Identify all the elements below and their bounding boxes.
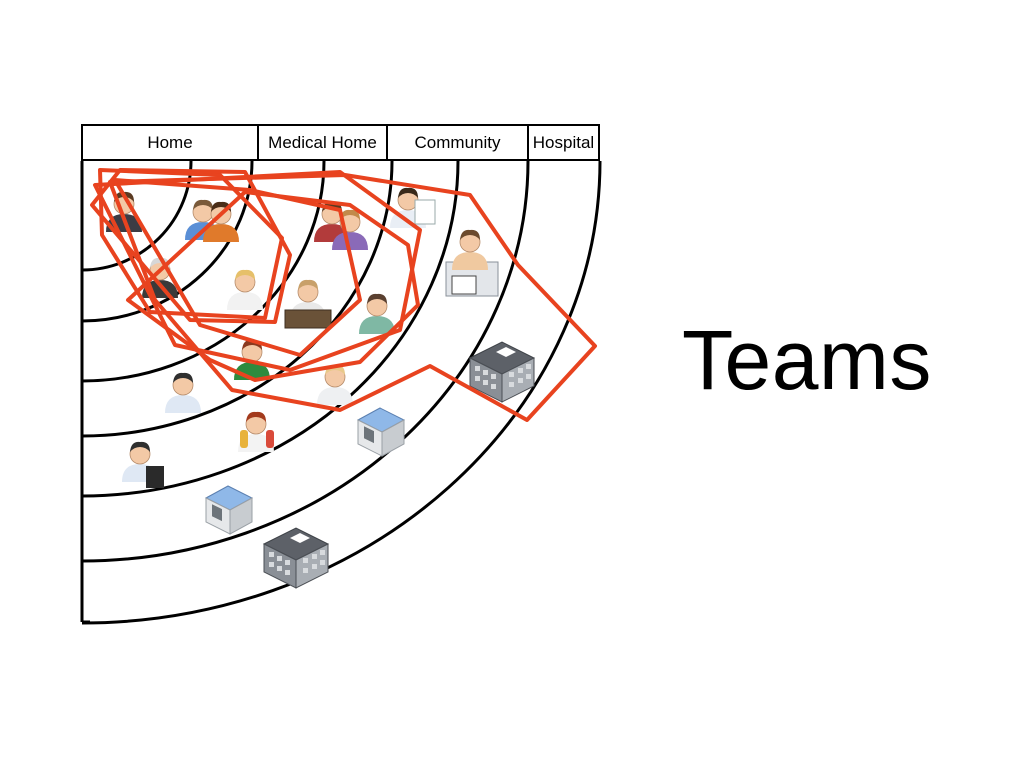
- column-header-community: Community: [386, 124, 529, 161]
- doctor-icon: [164, 372, 202, 414]
- column-label: Hospital: [532, 132, 595, 152]
- column-header-home: Home: [81, 124, 259, 161]
- slide-title: Teams: [682, 313, 932, 407]
- team-outline: [93, 170, 422, 372]
- hospital-building-icon: [263, 527, 329, 589]
- team-outline: [98, 168, 284, 320]
- team-outline: [90, 168, 292, 324]
- column-header-medical-home: Medical Home: [257, 124, 388, 161]
- doctor-calculator-icon: [121, 441, 164, 488]
- team-outline: [126, 190, 420, 382]
- nurse-icon: [226, 269, 264, 311]
- team-outline: [108, 173, 597, 422]
- pharmacist-icon: [237, 411, 275, 453]
- man-green-shirt-icon: [358, 293, 396, 335]
- team-outline: [113, 178, 362, 357]
- clinic-building-icon: [205, 485, 253, 535]
- column-header-hospital: Hospital: [527, 124, 600, 161]
- column-label: Home: [147, 132, 193, 152]
- column-label: Community: [414, 132, 501, 152]
- clinic-building-icon: [357, 407, 405, 457]
- clipboard-icon: [414, 199, 436, 225]
- team-outlines: [90, 168, 597, 422]
- column-label: Medical Home: [268, 132, 377, 152]
- diagram-frame: [80, 161, 90, 624]
- receptionist-icon: [284, 279, 332, 329]
- patient-in-bed-icon: [445, 229, 499, 297]
- lab-technician-icon: [316, 364, 354, 406]
- people-icons: [105, 187, 499, 488]
